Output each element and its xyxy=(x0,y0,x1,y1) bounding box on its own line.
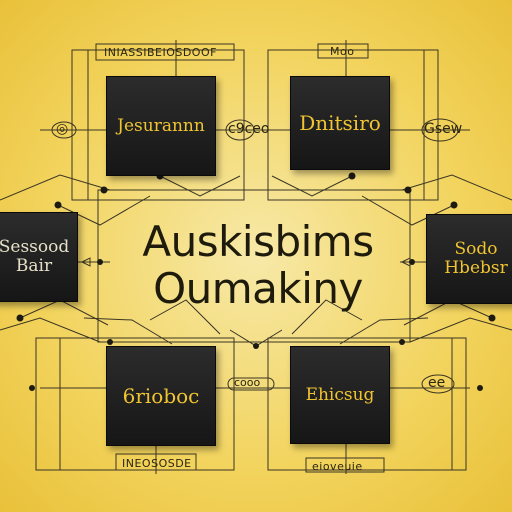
caption-top-right: Moo xyxy=(330,45,355,58)
side-label-bottom-right: ee xyxy=(428,375,446,391)
side-label-bottom-mid: cooo xyxy=(234,376,261,389)
node-label: Jesurannn xyxy=(117,115,205,136)
side-label-top-left: ◎ xyxy=(56,121,69,137)
node-bottom-right: Ehicsug xyxy=(290,346,390,444)
node-label: Sessood xyxy=(0,237,70,258)
node-label-secondary: Hbebsr xyxy=(444,258,508,278)
frame-top-right xyxy=(267,49,439,201)
node-label: 6rioboc xyxy=(122,384,200,408)
caption-bottom-left: INEOSOSDE xyxy=(122,457,192,470)
frame-top-left xyxy=(71,49,245,201)
node-label-secondary: Bair xyxy=(15,256,53,276)
frame-bottom-right xyxy=(267,337,467,471)
center-title: Auskisbims Oumakiny xyxy=(112,196,404,334)
node-mid-left: Sessood Bair xyxy=(0,212,78,302)
node-label: Sodo xyxy=(454,239,498,260)
side-label-top-right: Gsew xyxy=(424,121,463,137)
node-top-left: Jesurannn xyxy=(106,76,216,176)
center-title-line2: Oumakiny xyxy=(153,264,363,313)
node-bottom-left: 6rioboc xyxy=(106,346,216,446)
node-label: Dnitsiro xyxy=(299,111,381,135)
center-title-line1: Auskisbims xyxy=(142,216,374,266)
caption-bottom-right: eioveuie xyxy=(312,460,363,473)
node-top-right: Dnitsiro xyxy=(290,76,390,170)
node-mid-right: Sodo Hbebsr xyxy=(426,214,512,304)
caption-top-left: INIASSIBEIOSDOOF xyxy=(104,46,217,59)
node-label: Ehicsug xyxy=(305,384,375,405)
side-label-top-mid: c9ceo xyxy=(228,121,270,137)
